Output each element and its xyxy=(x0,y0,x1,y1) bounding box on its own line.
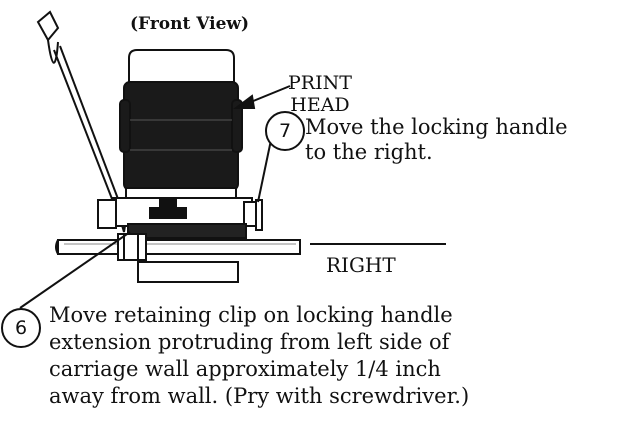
step6-number: 6 xyxy=(1,308,41,348)
step6-line1: Move retaining clip on locking handle xyxy=(49,303,453,327)
screwdriver-icon xyxy=(36,10,128,233)
print-head-label-line1: PRINT xyxy=(288,72,352,94)
carriage-assembly xyxy=(97,197,263,283)
step7-line2: to the right. xyxy=(305,140,433,164)
step6-line4: away from wall. (Pry with screwdriver.) xyxy=(49,384,470,408)
print-head-arrow xyxy=(233,85,291,109)
carriage-rod xyxy=(55,233,301,261)
step7-number: 7 xyxy=(265,111,305,151)
step7-leader xyxy=(257,139,272,203)
print-head-icon xyxy=(119,49,243,201)
view-label: (Front View) xyxy=(130,14,250,34)
step6-line3: carriage wall approximately 1/4 inch xyxy=(49,357,441,381)
step6-leader xyxy=(19,231,131,309)
print-head-label: PRINT HEAD xyxy=(288,72,352,116)
print-head-label-line2: HEAD xyxy=(290,94,350,116)
step6-line2: extension protruding from left side of xyxy=(49,330,450,354)
step7-line1: Move the locking handle xyxy=(305,115,568,139)
step7-instruction: Move the locking handle to the right. xyxy=(305,115,568,165)
direction-label: RIGHT xyxy=(326,253,396,277)
step6-instruction: Move retaining clip on locking handle ex… xyxy=(49,302,609,410)
